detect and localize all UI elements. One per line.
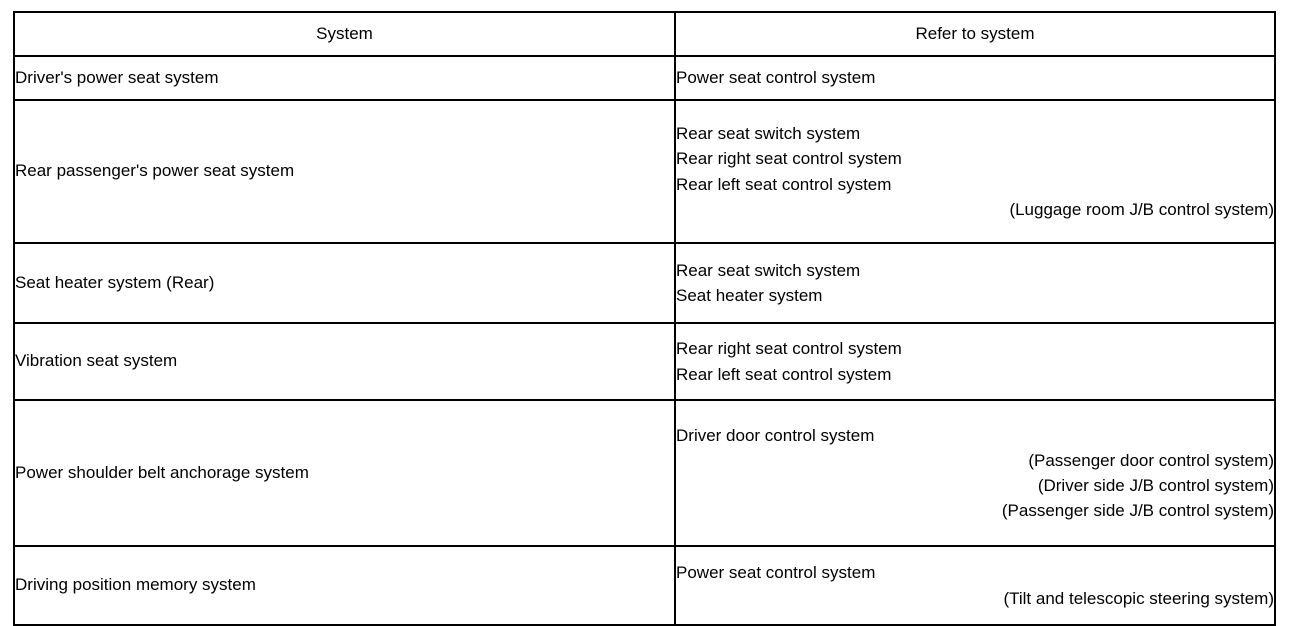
- refer-system-list: Driver door control system (Passenger doo…: [676, 423, 1274, 524]
- refer-system-item: Rear right seat control system: [676, 149, 902, 169]
- refer-system-list: Power seat control system (Tilt and teles…: [676, 560, 1274, 611]
- cell-system: Vibration seat system: [13, 322, 676, 401]
- system-reference-table: System Refer to system Driver's power se…: [13, 11, 1276, 626]
- cell-system: Power shoulder belt anchorage system: [13, 399, 676, 547]
- refer-system-item: Rear left seat control system: [676, 364, 892, 384]
- refer-system-item: Power seat control system: [676, 68, 876, 88]
- table-row: Seat heater system (Rear)Rear seat switc…: [13, 242, 1276, 324]
- refer-system-item: (Passenger side J/B control system): [1001, 501, 1274, 521]
- refer-system-item: (Driver side J/B control system): [1037, 476, 1274, 495]
- refer-system-item: Rear seat switch system: [676, 124, 861, 143]
- cell-refer-to-system: Power seat control system: [674, 55, 1276, 101]
- refer-system-item: Seat heater system: [676, 286, 823, 305]
- table-header-row: System Refer to system: [13, 11, 1276, 57]
- cell-system: Driver's power seat system: [13, 55, 676, 101]
- refer-system-item: (Luggage room J/B control system): [1009, 199, 1274, 219]
- refer-system-item: Power seat control system: [676, 563, 876, 583]
- table-header: System Refer to system: [13, 11, 1276, 57]
- cell-system: Rear passenger's power seat system: [13, 99, 676, 244]
- refer-system-list: Power seat control system: [676, 65, 1274, 90]
- refer-system-item: Rear seat switch system: [676, 260, 861, 280]
- refer-system-item: Rear left seat control system: [676, 174, 892, 194]
- refer-system-item: (Tilt and telescopic steering system): [1003, 588, 1274, 608]
- cell-system: Seat heater system (Rear): [13, 242, 676, 324]
- refer-system-item: Driver door control system: [676, 425, 875, 445]
- cell-system: Driving position memory system: [13, 545, 676, 626]
- cell-refer-to-system: Driver door control system (Passenger doo…: [674, 399, 1276, 547]
- column-header-refer-to-system: Refer to system: [674, 11, 1276, 57]
- refer-system-item: Rear right seat control system: [676, 339, 902, 359]
- refer-system-item: (Passenger door control system): [1028, 450, 1274, 470]
- column-header-system: System: [13, 11, 676, 57]
- cell-refer-to-system: Power seat control system (Tilt and teles…: [674, 545, 1276, 626]
